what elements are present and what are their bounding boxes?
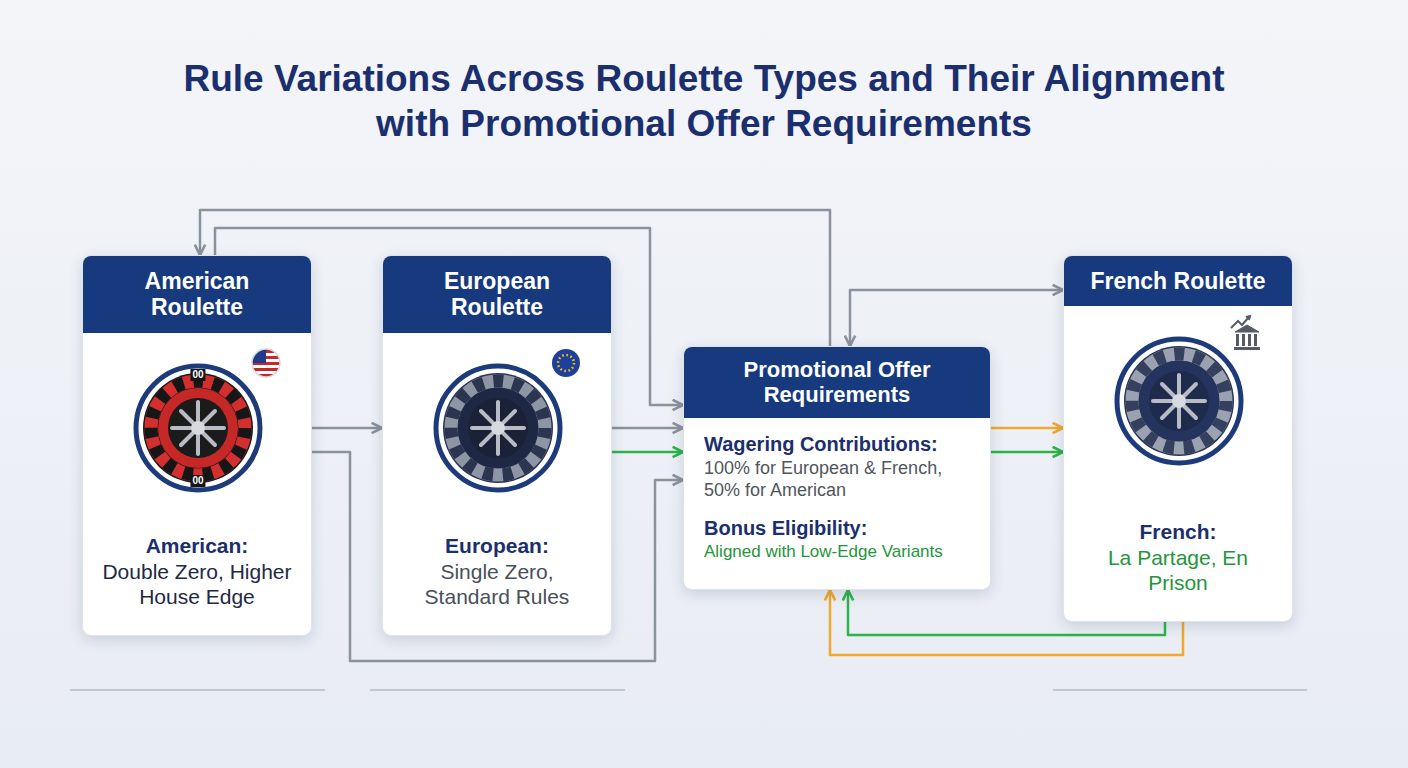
node-text: French: bbox=[1078, 519, 1278, 544]
node-body: French:La Partage, En Prison bbox=[1064, 519, 1292, 621]
connector-arrow bbox=[612, 451, 683, 454]
connector-arrow bbox=[991, 451, 1063, 454]
node-body: European:Single Zero, Standard Rules bbox=[383, 533, 611, 635]
node-heading: European Roulette bbox=[397, 268, 597, 321]
node-text: La Partage, En Prison bbox=[1078, 545, 1278, 595]
roulette-wheel bbox=[383, 333, 612, 533]
node-heading: American Roulette bbox=[97, 268, 297, 321]
node-header: American Roulette bbox=[83, 256, 311, 333]
node-body: American:Double Zero, Higher House Edge bbox=[83, 533, 311, 635]
us-flag bbox=[252, 349, 280, 377]
node-text: American: bbox=[97, 533, 297, 558]
roulette-wheel bbox=[1064, 306, 1293, 506]
wheel-number: 00 bbox=[190, 475, 205, 487]
connector-arrow bbox=[612, 427, 683, 430]
node-text: Bonus Eligibility: bbox=[704, 516, 972, 541]
node-text: Double Zero, Higher House Edge bbox=[97, 559, 297, 609]
node-text: Wagering Contributions: bbox=[704, 432, 972, 457]
node-body: Wagering Contributions:100% for European… bbox=[684, 418, 990, 579]
diagram-title: Rule Variations Across Roulette Types an… bbox=[154, 56, 1254, 146]
connector-arrow bbox=[991, 427, 1063, 430]
rule-line bbox=[370, 690, 625, 691]
node-text: Aligned with Low-Edge Variants bbox=[704, 541, 972, 563]
roulette-card: European RouletteEuropean:Single Zero, S… bbox=[382, 255, 612, 636]
node-header: European Roulette bbox=[383, 256, 611, 333]
roulette-wheel bbox=[83, 333, 312, 533]
node-text: Single Zero, Standard Rules bbox=[397, 559, 597, 609]
rule-line bbox=[1053, 690, 1307, 691]
node-text: 100% for European & French, 50% for Amer… bbox=[704, 457, 972, 502]
node-header: Promotional Offer Requirements bbox=[684, 347, 990, 418]
rule-line bbox=[70, 690, 325, 691]
node-heading: Promotional Offer Requirements bbox=[698, 357, 976, 408]
eu-flag bbox=[552, 349, 580, 377]
node-header: French Roulette bbox=[1064, 256, 1292, 306]
requirements-box: Promotional Offer RequirementsWagering C… bbox=[683, 346, 991, 590]
bank-icon bbox=[1231, 316, 1260, 350]
node-heading: French Roulette bbox=[1078, 268, 1278, 294]
wheel-number: 00 bbox=[190, 369, 205, 381]
node-text: European: bbox=[397, 533, 597, 558]
connector-arrow bbox=[850, 290, 1063, 346]
roulette-card: French RouletteFrench:La Partage, En Pri… bbox=[1063, 255, 1293, 622]
connector-arrow bbox=[312, 427, 382, 430]
roulette-card: American RouletteAmerican:Double Zero, H… bbox=[82, 255, 312, 636]
